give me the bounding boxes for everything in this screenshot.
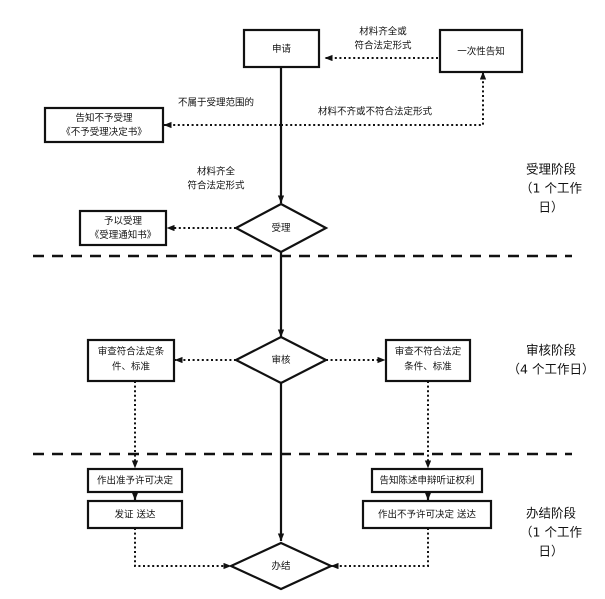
edge-label-materials-incomplete: 材料不齐或不符合法定形式 [318,106,433,118]
edge-label-materials-complete-or-legal-line1: 材料齐全或 [359,26,407,38]
node-review-pass-label-line1: 审查符合法定条 [98,346,165,358]
node-accept[interactable]: 受理 [233,202,329,254]
phase-label-review-duration-line1: （4 个工作日） [508,362,595,377]
phase-label-complete-duration-line2: 日） [538,544,563,559]
node-review-label: 审核 [271,354,291,366]
node-decision-grant-label: 作出准予许可决定 [97,475,174,487]
node-decision-deny-label: 作出不予许可决定 送达 [378,509,477,521]
node-notify-rights[interactable]: 告知陈述申辩听证权利 [370,467,484,494]
node-issue-deliver[interactable]: 发证 送达 [86,499,184,530]
node-accept-label: 受理 [271,222,291,234]
phase-label-review-name: 审核阶段 [526,343,576,358]
edge-label-materials-complete-or-legal-line2: 符合法定形式 [354,40,412,52]
phase-label-accept-duration-line2: 日） [538,200,563,215]
edge-label-out-of-scope: 不属于受理范围的 [178,97,254,109]
node-reject-accept-label-line1: 告知不予受理 [75,112,133,124]
link-decision-deny-to-complete [330,528,429,570]
node-review-fail-label-line2: 条件、标准 [404,361,452,373]
edge-label-materials-complete-legal: 材料齐全 符合法定形式 [187,166,245,192]
node-apply[interactable]: 申请 [242,28,321,69]
node-reject-accept[interactable]: 告知不予受理 《不予受理决定书》 [43,106,165,144]
node-grant-accept-label-line1: 予以受理 [104,215,143,227]
node-decision-deny[interactable]: 作出不予许可决定 送达 [361,499,493,530]
node-issue-deliver-label: 发证 送达 [114,509,156,521]
node-review-fail-label-line1: 审查不符合法定 [395,346,462,358]
phase-label-review: 审核阶段 （4 个工作日） [508,343,595,377]
phase-label-complete-duration-line1: （1 个工作 [520,525,582,540]
edge-label-out-of-scope-line1: 不属于受理范围的 [178,97,254,109]
node-grant-accept-label-line2: 《受理通知书》 [90,229,157,241]
node-one-time-notice[interactable]: 一次性告知 [438,28,524,74]
phase-label-accept-duration-line1: （1 个工作 [520,181,582,196]
link-issue-to-complete [134,528,232,570]
edge-label-materials-complete-or-legal: 材料齐全或 符合法定形式 [354,26,412,52]
node-review-pass-label-line2: 件、标准 [112,361,151,373]
phase-label-accept: 受理阶段 （1 个工作 日） [520,162,582,215]
phase-label-complete: 办结阶段 （1 个工作 日） [520,506,582,559]
node-one-time-notice-label: 一次性告知 [457,46,505,58]
phase-label-complete-name: 办结阶段 [526,506,576,521]
edge-label-materials-complete-legal-line1: 材料齐全 [197,166,236,178]
node-reject-accept-label-line2: 《不予受理决定书》 [61,126,147,138]
node-complete-label: 办结 [271,560,290,572]
node-complete[interactable]: 办结 [228,541,334,591]
node-review-fail[interactable]: 审查不符合法定 条件、标准 [384,338,472,383]
node-review-pass[interactable]: 审查符合法定条 件、标准 [86,338,176,383]
phase-label-accept-name: 受理阶段 [526,162,576,177]
node-notify-rights-label: 告知陈述申辩听证权利 [379,475,474,487]
node-review[interactable]: 审核 [233,335,329,385]
edge-label-materials-complete-legal-line2: 符合法定形式 [187,180,245,192]
node-grant-accept[interactable]: 予以受理 《受理通知书》 [78,209,168,247]
node-apply-label: 申请 [272,43,292,55]
edge-label-materials-incomplete-line1: 材料不齐或不符合法定形式 [318,106,433,118]
node-decision-grant[interactable]: 作出准予许可决定 [86,467,184,494]
